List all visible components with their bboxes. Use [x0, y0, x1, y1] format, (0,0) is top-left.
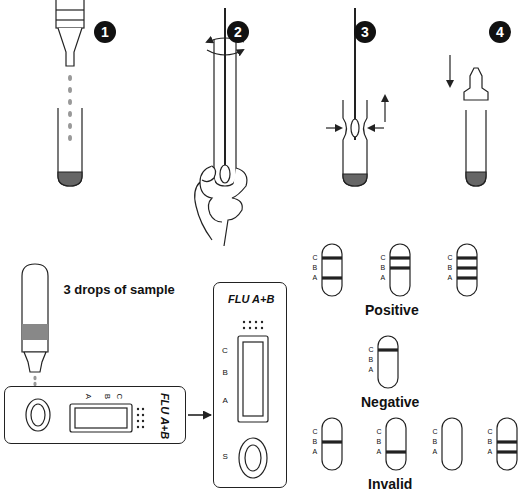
test-line	[390, 266, 410, 269]
test-line	[457, 256, 477, 259]
zone-letter: A	[369, 366, 374, 374]
result-strip	[378, 336, 398, 388]
dropper-bottle	[56, 0, 84, 66]
zone-letter: C	[448, 254, 453, 262]
zone-letter: C	[381, 254, 386, 262]
result-heading: Negative	[361, 395, 419, 410]
zone-letter: C	[313, 254, 318, 262]
zone-letter: B	[313, 264, 318, 272]
zone-letter: B	[369, 356, 374, 364]
test-line	[457, 276, 477, 279]
result-strip	[457, 244, 477, 296]
test-cassette: FLU A+B C B A S	[213, 282, 287, 488]
test-line	[386, 450, 406, 453]
callout-number: 1	[94, 21, 116, 43]
zone-letter: A	[488, 448, 493, 456]
zone-letter: A	[313, 448, 318, 456]
zone-letter: C	[222, 347, 228, 356]
zone-letter: C	[488, 428, 493, 436]
zone-letter: C	[369, 346, 374, 354]
result-heading: Positive	[365, 303, 419, 318]
zone-letter: B	[102, 393, 111, 398]
test-line	[457, 266, 477, 269]
zone-letter: A	[377, 448, 382, 456]
zone-letter: B	[381, 264, 386, 272]
device-name: FLU A+B	[159, 393, 171, 439]
zone-letter: C	[313, 428, 318, 436]
callout-number: 4	[489, 21, 511, 43]
zone-letter: A	[313, 274, 318, 282]
hand	[195, 166, 247, 246]
result-strip	[497, 418, 517, 470]
zone-letter: B	[433, 438, 438, 446]
zone-letter: S	[223, 453, 228, 462]
zone-letter: A	[381, 274, 386, 282]
zone-letter: C	[377, 428, 382, 436]
device-name: FLU A+B	[228, 293, 274, 305]
zone-letter: B	[313, 438, 318, 446]
zone-letter: A	[448, 274, 453, 282]
zone-letter: A	[223, 397, 228, 406]
test-line	[390, 256, 410, 259]
test-cassette: FLU A+B A BC	[4, 386, 186, 444]
result-strip	[442, 418, 462, 470]
zone-letter: A	[433, 448, 438, 456]
zone-letter: C	[433, 428, 438, 436]
dropper-cap	[464, 68, 488, 100]
drops	[68, 75, 72, 141]
result-strip	[322, 244, 342, 296]
callout-number: 3	[354, 21, 376, 43]
zone-letter: A	[83, 393, 92, 398]
result-heading: Invalid	[368, 477, 412, 492]
test-line	[322, 276, 342, 279]
test-line	[497, 450, 517, 453]
test-line	[322, 256, 342, 259]
test-line	[497, 440, 517, 443]
step-number: 4	[496, 25, 504, 40]
sample-tube	[22, 264, 48, 352]
zone-letter: B	[448, 264, 453, 272]
result-strip	[322, 418, 342, 470]
zone-letter: B	[488, 438, 493, 446]
zone-letter: B	[377, 438, 382, 446]
test-line	[322, 440, 342, 443]
tube	[58, 108, 82, 186]
zone-letter: B	[223, 369, 228, 378]
zone-letter: C	[114, 393, 123, 399]
result-strip	[390, 244, 410, 296]
callout-number: 2	[227, 21, 249, 43]
flow-arrow	[188, 414, 211, 416]
step-number: 1	[101, 25, 109, 40]
step-number: 2	[234, 25, 242, 40]
instruction-text: 3 drops of sample	[64, 283, 175, 297]
liquid	[58, 172, 82, 186]
result-strip	[386, 418, 406, 470]
test-line	[378, 348, 398, 351]
step-number: 3	[361, 25, 369, 40]
